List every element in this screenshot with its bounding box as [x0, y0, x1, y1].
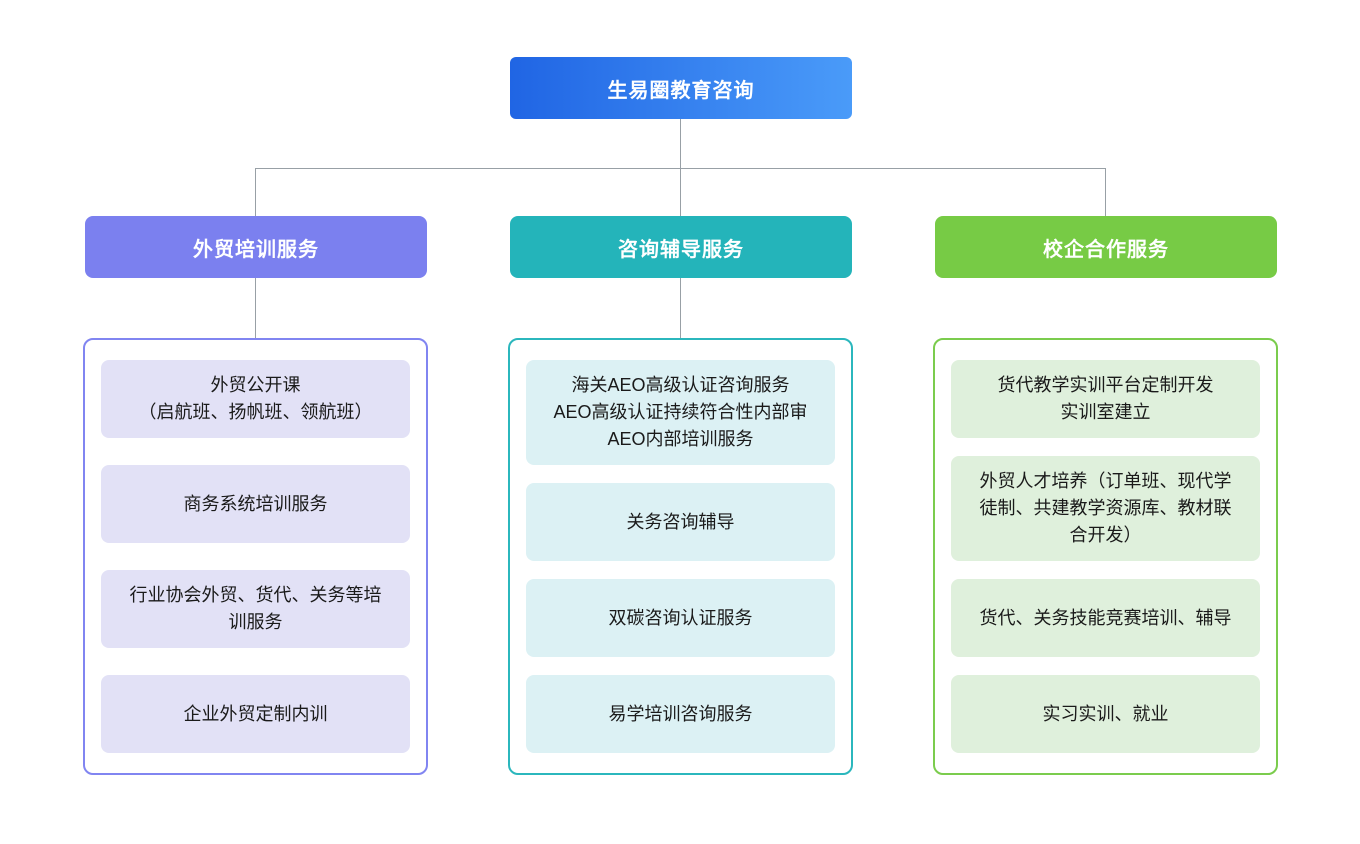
connector-drop-consulting [680, 168, 681, 216]
connector-branch-stem-consulting [680, 278, 681, 338]
connector-drop-foreign-trade [255, 168, 256, 216]
service-item: 海关AEO高级认证咨询服务 AEO高级认证持续符合性内部审 AEO内部培训服务 [526, 360, 835, 465]
service-item: 双碳咨询认证服务 [526, 579, 835, 657]
branch-header-consulting-coaching: 咨询辅导服务 [510, 216, 852, 278]
branch-panel-foreign-trade-training: 外贸公开课 （启航班、扬帆班、领航班） 商务系统培训服务 行业协会外贸、货代、关… [83, 338, 428, 775]
connector-branch-stem-foreign-trade [255, 278, 256, 338]
branch-header-school-enterprise-cooperation: 校企合作服务 [935, 216, 1277, 278]
service-item: 货代教学实训平台定制开发 实训室建立 [951, 360, 1260, 438]
service-item: 外贸公开课 （启航班、扬帆班、领航班） [101, 360, 410, 438]
branch-header-label: 咨询辅导服务 [618, 238, 744, 261]
root-node: 生易圈教育咨询 [510, 57, 852, 119]
branch-panel-consulting-coaching: 海关AEO高级认证咨询服务 AEO高级认证持续符合性内部审 AEO内部培训服务 … [508, 338, 853, 775]
service-item: 外贸人才培养（订单班、现代学 徒制、共建教学资源库、教材联 合开发） [951, 456, 1260, 561]
service-item: 行业协会外贸、货代、关务等培 训服务 [101, 570, 410, 648]
branch-header-label: 校企合作服务 [1043, 238, 1169, 261]
connector-drop-school-enterprise [1105, 168, 1106, 216]
connector-root-stem [680, 119, 681, 168]
branch-header-label: 外贸培训服务 [193, 238, 319, 261]
connector-rail [256, 168, 1106, 169]
service-item: 企业外贸定制内训 [101, 675, 410, 753]
service-item: 商务系统培训服务 [101, 465, 410, 543]
service-item: 实习实训、就业 [951, 675, 1260, 753]
service-item: 关务咨询辅导 [526, 483, 835, 561]
branch-header-foreign-trade-training: 外贸培训服务 [85, 216, 427, 278]
root-node-label: 生易圈教育咨询 [607, 79, 755, 102]
service-item: 易学培训咨询服务 [526, 675, 835, 753]
service-item: 货代、关务技能竞赛培训、辅导 [951, 579, 1260, 657]
branch-panel-school-enterprise-cooperation: 货代教学实训平台定制开发 实训室建立 外贸人才培养（订单班、现代学 徒制、共建教… [933, 338, 1278, 775]
